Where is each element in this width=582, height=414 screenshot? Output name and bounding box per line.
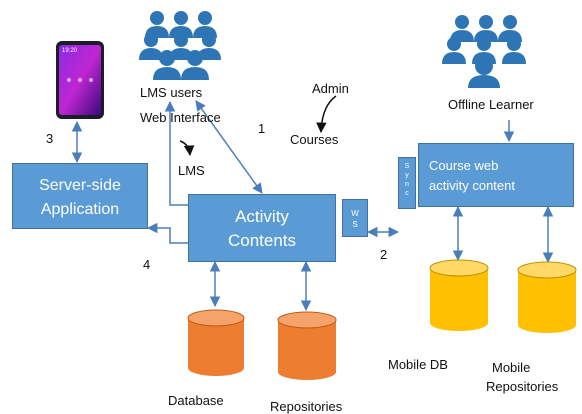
repositories-label: Repositories (270, 399, 343, 414)
arrow-admin-courses (316, 95, 337, 134)
offline-learner-label: Offline Learner (448, 97, 534, 112)
offline-learners-icon (442, 15, 526, 88)
phone-clock: 19:20 (62, 48, 78, 54)
sync-box: S y n c (398, 157, 416, 209)
arrow-lms-small (179, 140, 195, 157)
web-interface-label: Web Interface (140, 110, 221, 125)
mobile-db-label: Mobile DB (388, 357, 448, 372)
arrow-lmsusers-activity (195, 100, 263, 194)
step-number-3: 3 (46, 131, 54, 146)
lms-users-label: LMS users (140, 85, 203, 100)
ws-label: W S (351, 209, 359, 229)
step-number-1: 1 (258, 121, 266, 136)
lms-label: LMS (178, 163, 205, 178)
mobile-repositories-label-line2: Repositories (486, 379, 559, 394)
mobile-repositories-label-line1: Mobile (492, 360, 531, 375)
users-group-icon (139, 11, 221, 80)
database-cylinder (187, 309, 245, 376)
arrow-activity-server (146, 222, 188, 244)
arrow-activity-lmsusers (164, 100, 188, 206)
mobile-db-cylinder (429, 259, 489, 331)
activity-box-line2: Contents (227, 231, 297, 250)
ws-box: W S (342, 199, 368, 237)
course-box-line1: Course web (429, 158, 499, 173)
courses-label: Courses (290, 132, 339, 147)
mobile-repositories-cylinder (517, 261, 577, 333)
sync-label: S y n c (404, 163, 410, 197)
server-box-line1: Server-side (39, 177, 121, 194)
smartphone-icon (56, 41, 104, 119)
repositories-cylinder (277, 311, 337, 380)
activity-box-line1: Activity (235, 207, 289, 226)
course-box-line2: activity content (429, 178, 515, 193)
admin-label: Admin (312, 81, 349, 96)
server-side-application-box: Server-side Application (12, 163, 148, 229)
activity-contents-box: Activity Contents (188, 194, 336, 262)
step-number-2: 2 (380, 247, 388, 262)
database-label: Database (168, 393, 224, 408)
step-number-4: 4 (143, 257, 151, 272)
course-web-activity-box: Course web activity content (418, 143, 574, 207)
server-box-line2: Application (40, 201, 120, 218)
